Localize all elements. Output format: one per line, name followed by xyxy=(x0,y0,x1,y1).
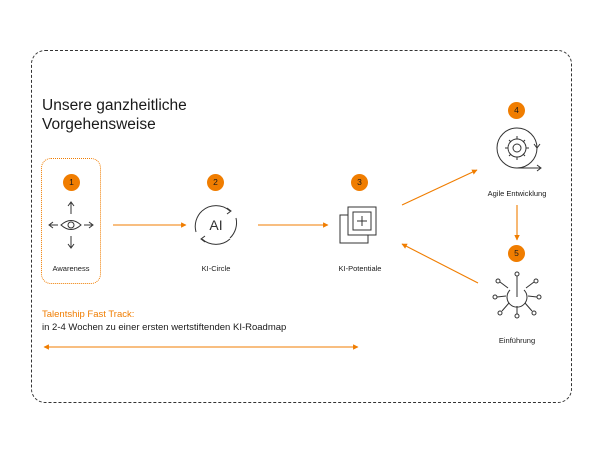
awareness-highlight-box xyxy=(41,158,101,284)
step-1-badge: 1 xyxy=(63,174,80,191)
arrow-5-to-3 xyxy=(401,243,479,284)
ai-icon-text: AI xyxy=(209,217,222,233)
arrow-3-to-4 xyxy=(401,169,478,206)
ai-circle-icon xyxy=(194,205,238,245)
step-3-label: KI-Potentiale xyxy=(338,264,382,273)
step-5-label: Einführung xyxy=(498,336,536,345)
step-4-badge: 4 xyxy=(508,102,525,119)
step-2-label: KI-Circle xyxy=(201,264,231,273)
power-network-icon xyxy=(492,271,542,319)
layered-squares-plus-icon xyxy=(339,206,377,244)
step-4-label: Agile Entwicklung xyxy=(487,189,547,198)
eye-arrows-icon xyxy=(48,201,94,249)
title-line-2: Vorgehensweise xyxy=(42,116,156,133)
gear-cycle-icon xyxy=(496,127,542,172)
step-1-label: Awareness xyxy=(52,264,90,273)
step-2-badge: 2 xyxy=(207,174,224,191)
page-title: Unsere ganzheitliche Vorgehensweise xyxy=(42,96,187,134)
title-line-1: Unsere ganzheitliche xyxy=(42,97,187,114)
step-5-badge: 5 xyxy=(508,245,525,262)
step-3-badge: 3 xyxy=(351,174,368,191)
fast-track-subtitle: in 2-4 Wochen zu einer ersten wertstifte… xyxy=(42,322,287,333)
dashed-frame xyxy=(31,50,572,403)
fast-track-title: Talentship Fast Track: xyxy=(42,309,135,320)
